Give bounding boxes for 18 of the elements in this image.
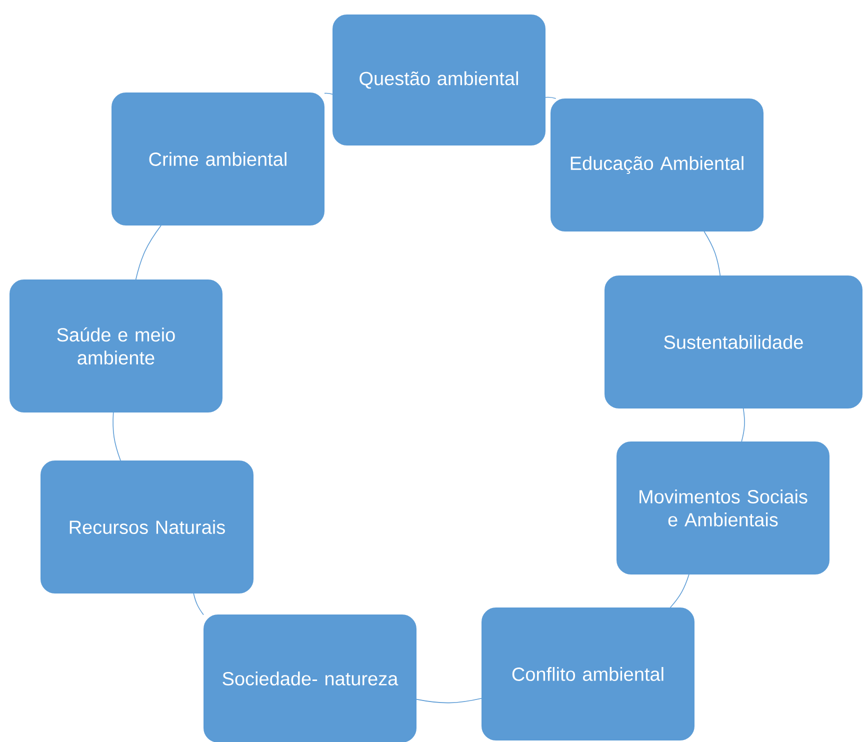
process-box: Crime ambiental <box>112 92 324 226</box>
process-box: Sociedade- natureza <box>204 614 416 742</box>
process-box: Movimentos Sociais e Ambientais <box>616 442 830 574</box>
process-box: Conflito ambiental <box>482 608 694 740</box>
process-box: Questão ambiental <box>332 14 546 146</box>
connector-arc <box>670 574 690 608</box>
connector-arc <box>135 225 162 280</box>
process-box: Sustentabilidade <box>604 276 862 408</box>
process-box: Recursos Naturais <box>40 460 254 594</box>
process-box: Saúde e meio ambiente <box>10 280 222 412</box>
connector-arc <box>324 92 333 95</box>
connector-arc <box>112 412 121 461</box>
process-box: Educação Ambiental <box>550 98 764 232</box>
connector-arc <box>193 593 204 616</box>
connector-arc <box>545 96 556 99</box>
connector-arc <box>704 231 721 276</box>
connector-arc <box>416 698 482 704</box>
connector-arc <box>741 408 745 442</box>
